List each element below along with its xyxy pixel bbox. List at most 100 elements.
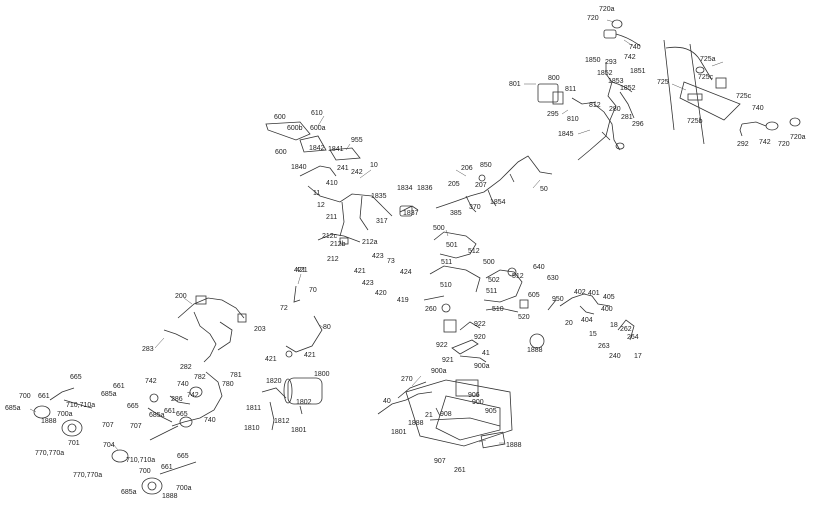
callout-label: 800 — [548, 75, 560, 82]
callout-label: 725c — [698, 74, 714, 81]
callout-label: 18 — [610, 322, 618, 329]
rear-light-bar — [663, 39, 741, 145]
callout-label: 661 — [38, 393, 50, 400]
callout-label: 1837 — [403, 210, 419, 217]
callout-label: 1841 — [328, 146, 344, 153]
callout-label: 700 — [139, 468, 151, 475]
callout-label: 286 — [171, 396, 183, 403]
callout-label: 740 — [204, 417, 216, 424]
callout-label: 900a — [431, 368, 447, 375]
callout-label: 908 — [440, 411, 452, 418]
callout-label: 725c — [736, 93, 752, 100]
callout-label: 1801 — [291, 427, 307, 434]
callout-label: 292 — [737, 141, 749, 148]
callout-label: 1852 — [597, 70, 613, 77]
callout-label: 421 — [304, 352, 316, 359]
callout-label: 281 — [621, 114, 633, 121]
callout-label: 401 — [588, 290, 600, 297]
callout-label: 421 — [354, 268, 366, 275]
battery-tray — [377, 379, 513, 449]
callout-label: 921 — [442, 357, 454, 364]
callout-label: 512 — [468, 248, 480, 255]
callout-label: 1820 — [266, 378, 282, 385]
callout-label: 661 — [113, 383, 125, 390]
callout-label: 665 — [70, 374, 82, 381]
callout-label: 810 — [567, 116, 579, 123]
callout-label: 1850 — [585, 57, 601, 64]
callout-label: 725b — [687, 118, 703, 125]
callout-label: 283 — [142, 346, 154, 353]
callout-label: 1800 — [314, 371, 330, 378]
callout-label: 922 — [474, 321, 486, 328]
callout-label: 661 — [164, 408, 176, 415]
callout-label: 707 — [130, 423, 142, 430]
callout-label: 421 — [294, 267, 306, 274]
callout-label: 1811 — [246, 405, 262, 412]
harness-80 — [285, 285, 323, 358]
callout-label: 1801 — [391, 429, 407, 436]
callout-label: 905 — [485, 408, 497, 415]
callout-label: 212c — [322, 233, 338, 240]
callout-label: 242 — [351, 169, 363, 176]
callout-label: 511 — [486, 288, 498, 295]
callout-label: 270 — [401, 376, 413, 383]
callout-label: 1888 — [162, 493, 178, 500]
callout-label: 1852 — [620, 85, 636, 92]
callout-label: 205 — [448, 181, 460, 188]
callout-label: 40 — [383, 398, 391, 405]
callout-label: 1854 — [490, 199, 506, 206]
callout-label: 1812 — [274, 418, 290, 425]
callout-label: 500 — [483, 259, 495, 266]
callout-label: 1834 — [397, 185, 413, 192]
callout-label: 610 — [311, 110, 323, 117]
callout-label: 1888 — [527, 347, 543, 354]
callout-label: 811 — [565, 86, 577, 93]
callout-label: 630 — [547, 275, 559, 282]
callout-label: 419 — [397, 297, 409, 304]
starter-motor — [261, 377, 323, 431]
callout-label: 317 — [376, 218, 388, 225]
callout-label: 600 — [275, 149, 287, 156]
callout-label: 781 — [230, 372, 242, 379]
headlamp-left-upper — [33, 387, 93, 437]
callout-label: 665 — [177, 453, 189, 460]
callout-label: 685a — [149, 412, 165, 419]
callout-label: 282 — [180, 364, 192, 371]
callout-label: 1835 — [371, 193, 387, 200]
callout-label: 1845 — [558, 131, 574, 138]
callout-label: 600a — [310, 125, 326, 132]
callout-label: 900 — [472, 399, 484, 406]
callout-label: 1836 — [417, 185, 433, 192]
callout-label: 260 — [425, 306, 437, 313]
harness-200 — [163, 295, 247, 427]
callout-label: 421 — [296, 267, 308, 274]
callout-label: 211 — [326, 214, 338, 221]
callout-label: 500 — [433, 225, 445, 232]
callout-label: 203 — [254, 326, 266, 333]
callout-label: 1888 — [41, 418, 57, 425]
callout-label: 12 — [317, 202, 325, 209]
callout-label: 782 — [194, 374, 206, 381]
callout-label: 801 — [509, 81, 521, 88]
callout-label: 1840 — [291, 164, 307, 171]
callout-label: 510 — [440, 282, 452, 289]
callout-label: 200 — [175, 293, 187, 300]
callout-label: 512 — [512, 273, 524, 280]
callout-label: 80 — [323, 324, 331, 331]
callout-label: 710,710a — [66, 402, 96, 409]
callout-label: 280 — [609, 106, 621, 113]
callout-label: 704 — [103, 442, 115, 449]
callout-label: 421 — [265, 356, 277, 363]
callout-label: 725 — [657, 79, 669, 86]
callout-label: 1853 — [608, 78, 624, 85]
callout-label: 640 — [533, 264, 545, 271]
callout-label: 1802 — [296, 399, 312, 406]
callout-label: 740 — [629, 44, 641, 51]
callout-label: 740 — [177, 381, 189, 388]
callout-label: 600b — [287, 125, 303, 132]
callout-label: 685a — [101, 391, 117, 398]
callout-label: 1851 — [630, 68, 646, 75]
callout-label: 17 — [634, 353, 642, 360]
callout-label: 700a — [57, 411, 73, 418]
callout-label: 240 — [609, 353, 621, 360]
